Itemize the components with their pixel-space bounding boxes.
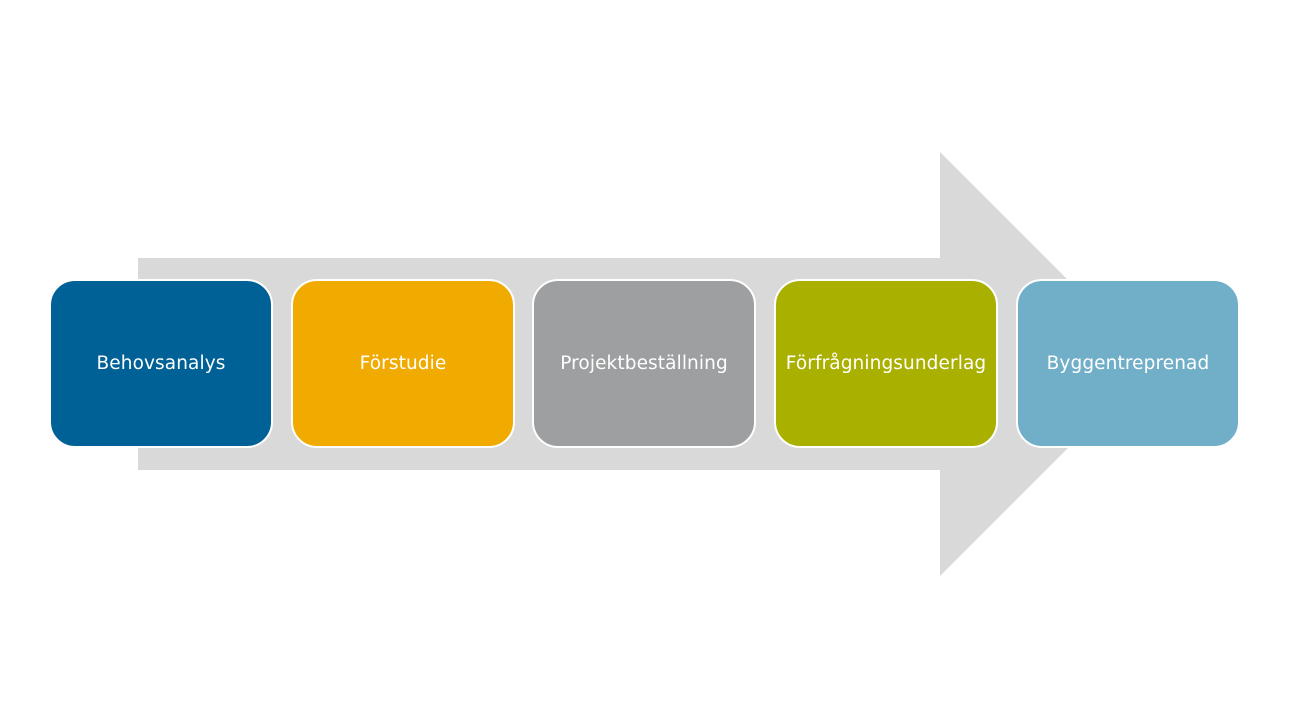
step-forstudie: Förstudie [291,279,515,448]
step-label: Projektbeställning [560,353,728,374]
step-forfragningsunderlag: Förfrågningsunderlag [774,279,998,448]
step-behovsanalys: Behovsanalys [49,279,273,448]
step-projektbestallning: Projektbeställning [532,279,756,448]
step-label: Behovsanalys [96,353,226,374]
step-label: Förfrågningsunderlag [785,353,987,374]
step-byggentreprenad: Byggentreprenad [1016,279,1240,448]
step-label: Förstudie [359,353,447,374]
step-label: Byggentreprenad [1046,353,1210,374]
